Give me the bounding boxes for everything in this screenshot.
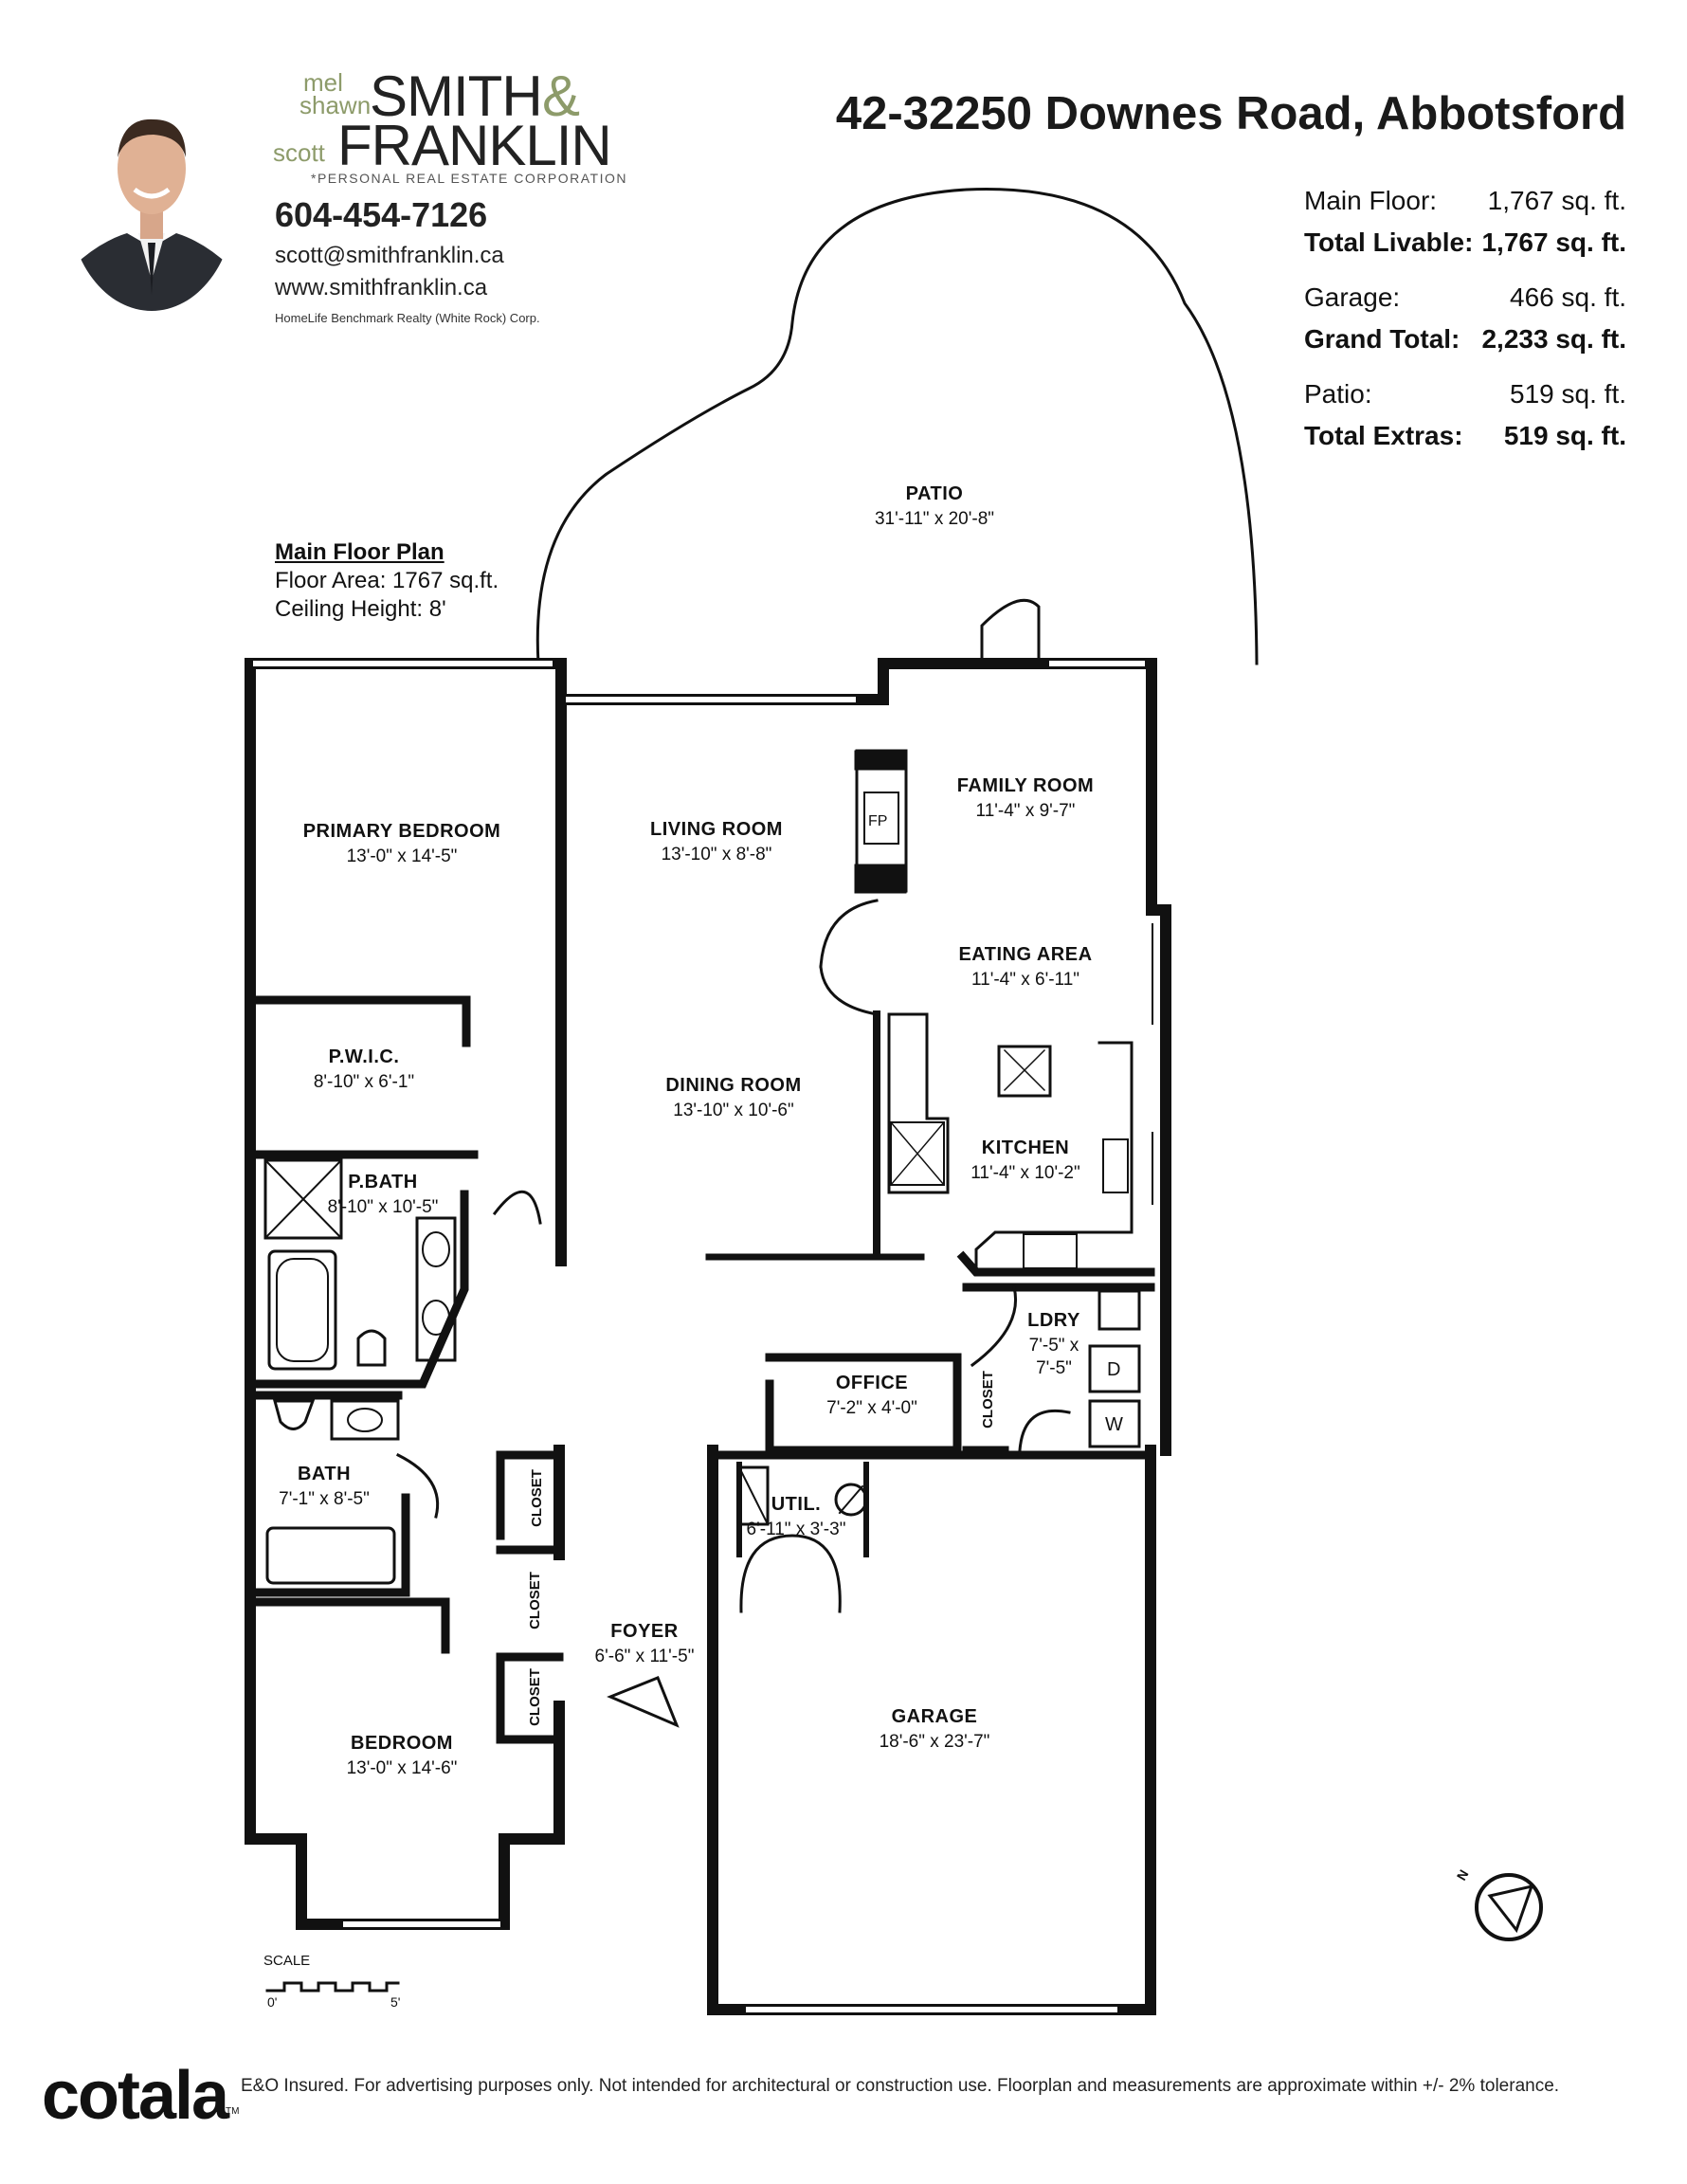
wall-ldry <box>962 1283 1155 1455</box>
wall-pwic <box>245 995 471 1047</box>
room-foyer: FOYER 6'-6" x 11'-5" <box>594 1621 695 1666</box>
wall-office <box>765 1353 962 1455</box>
room-kitchen: KITCHEN 11'-4" x 10'-2" <box>970 1138 1080 1183</box>
vanity-bath <box>330 1399 400 1441</box>
property-address: 42-32250 Downes Road, Abbotsford <box>835 88 1626 139</box>
door-garage-arc <box>1018 1409 1071 1452</box>
kitchen-counter <box>974 1041 1134 1274</box>
logo-name-mel: mel <box>303 68 343 97</box>
plan-ceiling-height: Ceiling Height: 8' <box>275 596 446 622</box>
agent-website[interactable]: www.smithfranklin.ca <box>275 275 488 300</box>
room-patio: PATIO 31'-11" x 20'-8" <box>874 483 995 529</box>
area-row-total-livable: Total Livable:1,767 sq. ft. <box>1304 228 1626 257</box>
cooktop <box>997 1045 1052 1098</box>
patio-outline <box>535 188 1259 665</box>
cooktop-island <box>890 1121 945 1186</box>
dryer-label: D <box>1107 1359 1121 1380</box>
scale-start: 0' <box>267 1994 278 2010</box>
wall-kitchen <box>956 1250 1155 1277</box>
compass <box>1475 1873 1543 1941</box>
furnace <box>834 1483 868 1517</box>
room-bath: BATH 7'-1" x 8'-5" <box>279 1464 370 1509</box>
logo-ampersand: & <box>542 64 581 128</box>
plan-title: Main Floor Plan <box>275 539 444 565</box>
bathtub-bath <box>265 1526 396 1585</box>
door-patio-arc <box>980 598 1041 665</box>
scale-bar <box>265 1981 400 1993</box>
closet-label-3: CLOSET <box>526 1668 543 1726</box>
brokerage-name: HomeLife Benchmark Realty (White Rock) C… <box>275 311 540 325</box>
room-office: OFFICE 7'-2" x 4'-0" <box>826 1373 917 1418</box>
door-eating-arc <box>819 899 879 1016</box>
plan-floor-area: Floor Area: 1767 sq.ft. <box>275 568 499 593</box>
room-ldry: LDRY 7'-5" x 7'-5" <box>1027 1310 1080 1378</box>
kitchen-sink <box>1102 1138 1129 1193</box>
room-living-room: LIVING ROOM 13'-10" x 8'-8" <box>650 819 783 864</box>
footer-disclaimer: E&O Insured. For advertising purposes on… <box>241 2076 1560 2096</box>
wall-closets <box>496 1450 564 1744</box>
closet-label-1: CLOSET <box>528 1469 545 1527</box>
wall-bedroom-top <box>245 1597 450 1654</box>
logo-name-shawn: shawn <box>299 91 372 119</box>
room-bedroom: BEDROOM 13'-0" x 14'-6" <box>346 1733 458 1778</box>
wall-bath <box>245 1391 410 1597</box>
cotala-logo: cotala <box>42 2058 229 2134</box>
area-row-main-floor: Main Floor:1,767 sq. ft. <box>1304 186 1626 215</box>
area-row-total-extras: Total Extras:519 sq. ft. <box>1304 421 1626 450</box>
room-dining-room: DINING ROOM 13'-10" x 10'-6" <box>665 1075 802 1120</box>
vanity-primary <box>415 1216 457 1362</box>
room-util: UTIL. 6'-11" x 3'-3" <box>746 1494 846 1539</box>
door-foyer <box>607 1676 680 1728</box>
corporation-line: *PERSONAL REAL ESTATE CORPORATION <box>311 171 627 186</box>
door-bath-arc <box>395 1452 440 1519</box>
agent-photo <box>68 91 235 311</box>
wall-pbath-right <box>245 1190 469 1389</box>
door-pbath-arc <box>492 1191 542 1225</box>
room-eating-area: EATING AREA 11'-4" x 6'-11" <box>958 944 1093 990</box>
room-pbath: P.BATH 8'-10" x 10'-5" <box>327 1172 439 1217</box>
washer <box>1088 1399 1141 1448</box>
area-row-garage: Garage:466 sq. ft. <box>1304 282 1626 312</box>
shower <box>263 1158 343 1240</box>
door-ldry-arc <box>970 1285 1018 1368</box>
area-row-patio: Patio:519 sq. ft. <box>1304 379 1626 409</box>
room-primary-bedroom: PRIMARY BEDROOM 13'-0" x 14'-5" <box>302 821 501 866</box>
door-util-arc <box>739 1534 842 1613</box>
toilet-primary <box>356 1329 387 1367</box>
room-family-room: FAMILY ROOM 11'-4" x 9'-7" <box>956 775 1095 821</box>
bathtub-primary <box>267 1249 337 1371</box>
fireplace-label: FP <box>868 813 888 829</box>
compass-arrow <box>1487 1884 1534 1934</box>
dryer <box>1088 1344 1141 1393</box>
toilet-bath <box>273 1399 316 1430</box>
scale-end: 5' <box>390 1994 401 2010</box>
area-row-grand-total: Grand Total:2,233 sq. ft. <box>1304 324 1626 354</box>
area-summary: Main Floor:1,767 sq. ft. Total Livable:1… <box>1304 180 1626 457</box>
logo-surname-franklin: FRANKLIN <box>337 114 612 177</box>
agent-phone[interactable]: 604-454-7126 <box>275 195 488 234</box>
laundry-sink <box>1097 1289 1141 1331</box>
logo-name-scott: scott <box>273 138 325 167</box>
cotala-tm: TM <box>226 2106 240 2117</box>
room-garage: GARAGE 18'-6" x 23'-7" <box>879 1706 990 1752</box>
kitchen-island <box>887 1012 950 1194</box>
plan-info: Main Floor Plan Floor Area: 1767 sq.ft. … <box>275 538 499 624</box>
outer-wall-living-top <box>555 658 1171 1456</box>
scale-title: SCALE <box>263 1953 311 1969</box>
closet-label-4: CLOSET <box>979 1371 996 1429</box>
stove <box>1023 1233 1078 1269</box>
washer-label: W <box>1105 1414 1123 1435</box>
agent-email[interactable]: scott@smithfranklin.ca <box>275 243 504 268</box>
logo-surname-smith: SMITH <box>370 64 543 128</box>
closet-label-2: CLOSET <box>526 1572 543 1629</box>
room-pwic: P.W.I.C. 8'-10" x 6'-1" <box>313 1046 415 1092</box>
water-heater <box>737 1465 770 1526</box>
